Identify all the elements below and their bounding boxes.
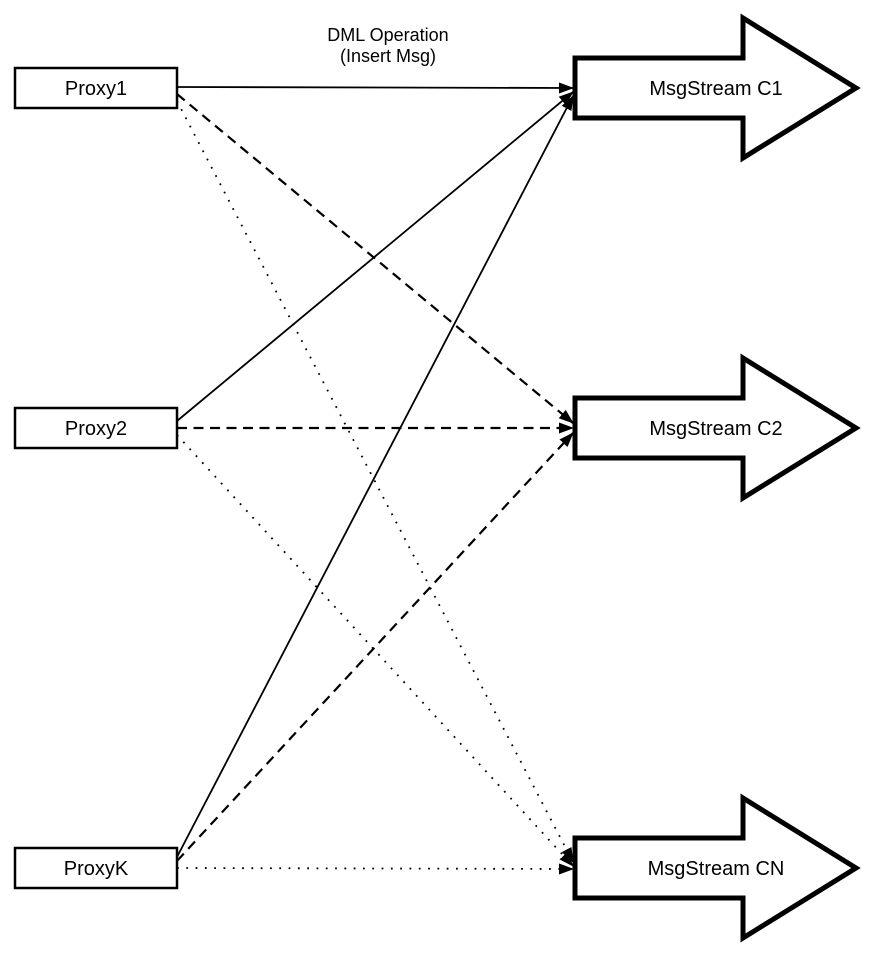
msgstream-cn-node: MsgStream CN xyxy=(572,793,861,943)
diagram-title-line1: DML Operation xyxy=(327,25,448,45)
connection-proxy1-c2-line xyxy=(176,93,574,424)
proxyk-label: ProxyK xyxy=(64,858,129,880)
msgstream-c2-arrow xyxy=(572,353,861,503)
proxy2-node: Proxy2 xyxy=(13,406,179,450)
proxyk-node: ProxyK xyxy=(13,846,179,890)
proxy2-label: Proxy2 xyxy=(65,418,127,440)
msgstream-c1-label: MsgStream C1 xyxy=(649,78,782,100)
connection-proxy1-c1-line xyxy=(176,82,574,94)
proxyk-box xyxy=(13,846,179,890)
msgstream-cn-label: MsgStream CN xyxy=(648,858,785,880)
proxy2-box xyxy=(13,406,179,450)
msgstream-cn-arrow xyxy=(572,793,861,943)
proxy1-label: Proxy1 xyxy=(65,78,127,100)
diagram-title-line2: (Insert Msg) xyxy=(340,46,436,66)
proxy1-node: Proxy1 xyxy=(13,66,179,110)
msgstream-c2-label: MsgStream C2 xyxy=(649,418,782,440)
connection-proxy1-cn-line xyxy=(176,100,574,863)
proxy1-box xyxy=(13,66,179,110)
connection-proxyk-c2-line xyxy=(176,432,574,862)
msgstream-c2-node: MsgStream C2 xyxy=(572,353,861,503)
msgstream-c1-arrow xyxy=(572,13,861,163)
connection-proxy2-cn-line xyxy=(176,434,574,867)
connection-proxy2-c1-line xyxy=(176,91,574,422)
msgstream-c1-node: MsgStream C1 xyxy=(572,13,861,163)
connection-proxyk-c1-line xyxy=(176,95,574,858)
connection-proxyk-cn-line xyxy=(176,863,574,875)
